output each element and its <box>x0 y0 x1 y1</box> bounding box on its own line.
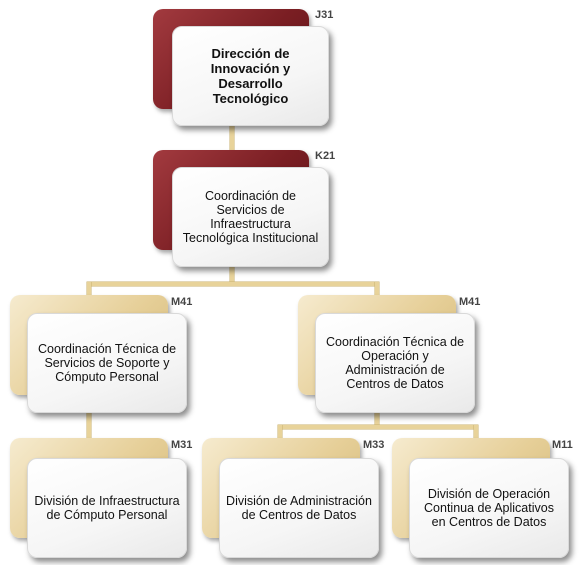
node-div-infra: División de Infraestructura de Cómputo P… <box>10 438 200 560</box>
connector-to-m11 <box>474 425 478 443</box>
connector-j31-k21 <box>230 125 234 167</box>
node-box: División de Infraestructura de Cómputo P… <box>27 458 187 558</box>
connector-m41-m31 <box>87 412 91 442</box>
node-direccion: Dirección de Innovación y Desarrollo Tec… <box>153 9 336 129</box>
node-code: M33 <box>363 439 385 451</box>
node-label: División de Operación Continua de Aplica… <box>424 487 554 529</box>
node-coord-servicios: Coordinación de Servicios de Infraestruc… <box>153 150 336 270</box>
node-code: M41 <box>459 296 481 308</box>
node-box: Coordinación Técnica de Operación y Admi… <box>315 313 475 413</box>
connector-m41-horizontal <box>87 282 379 286</box>
node-box: Coordinación de Servicios de Infraestruc… <box>172 167 329 267</box>
node-box: División de Administración de Centros de… <box>219 458 379 558</box>
node-code: M11 <box>552 439 573 451</box>
node-code: M31 <box>171 439 193 451</box>
connector-m33-m11-horizontal <box>278 425 478 429</box>
node-label: División de Administración de Centros de… <box>226 494 372 522</box>
node-coord-soporte: Coordinación Técnica de Servicios de Sop… <box>10 295 200 415</box>
connector-to-m41-right <box>375 282 379 300</box>
node-code: J31 <box>315 9 334 21</box>
node-label: Coordinación Técnica de Operación y Admi… <box>325 335 465 391</box>
connector-m41-right-down <box>375 412 379 427</box>
node-div-operacion: División de Operación Continua de Aplica… <box>392 438 582 560</box>
node-div-admin: División de Administración de Centros de… <box>202 438 392 560</box>
node-coord-operacion: Coordinación Técnica de Operación y Admi… <box>298 295 488 415</box>
connector-to-m33 <box>278 425 282 443</box>
node-code: K21 <box>315 150 336 162</box>
node-label: Dirección de Innovación y Desarrollo Tec… <box>210 46 291 106</box>
connector-k21-down <box>230 266 234 284</box>
node-box: Dirección de Innovación y Desarrollo Tec… <box>172 26 329 126</box>
node-box: Coordinación Técnica de Servicios de Sop… <box>27 313 187 413</box>
node-label: Coordinación Técnica de Servicios de Sop… <box>37 342 177 384</box>
node-code: M41 <box>171 296 193 308</box>
connector-to-m41-left <box>87 282 91 300</box>
node-label: División de Infraestructura de Cómputo P… <box>34 494 180 522</box>
node-label: Coordinación de Servicios de Infraestruc… <box>182 189 319 245</box>
node-box: División de Operación Continua de Aplica… <box>409 458 569 558</box>
